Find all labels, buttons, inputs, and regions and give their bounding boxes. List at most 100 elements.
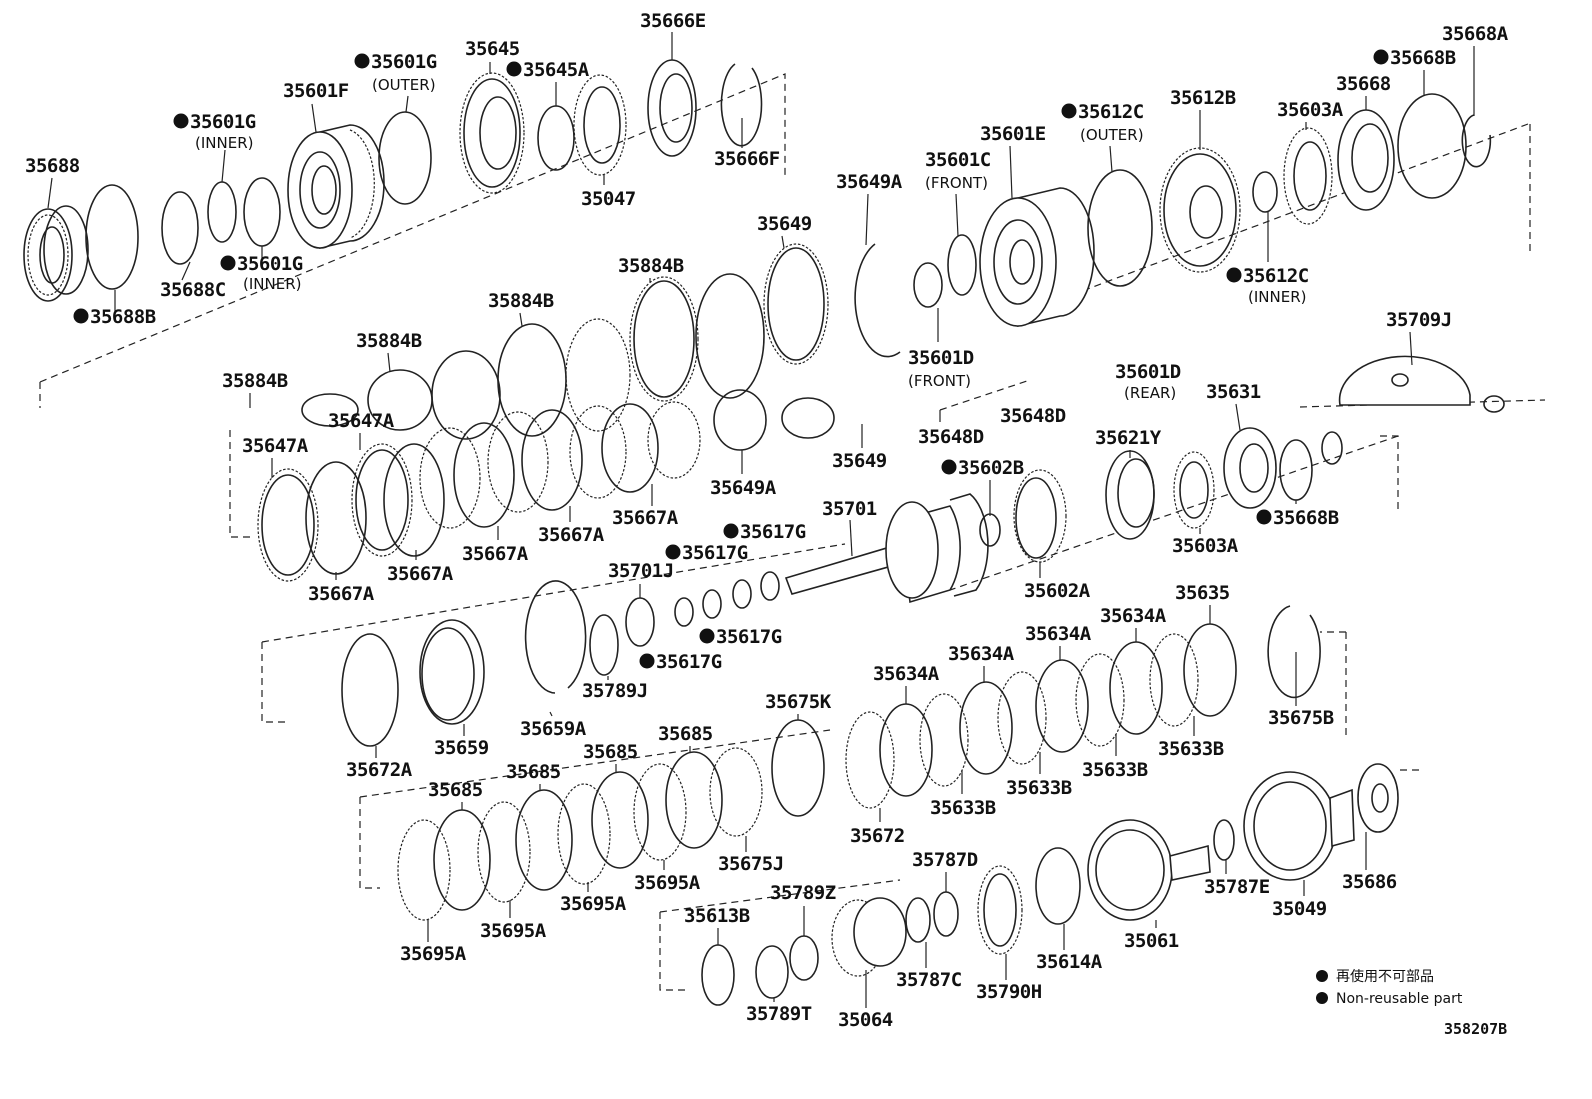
part-label: 35603A — [1277, 99, 1344, 121]
non-reusable-dot — [1373, 49, 1389, 65]
part-35787E — [1213, 819, 1235, 861]
part-label: 35685 — [428, 779, 483, 801]
part-35666F — [720, 63, 763, 147]
part-label: 35701 — [822, 498, 877, 520]
part-label: 35634A — [1100, 605, 1167, 627]
part-35645A — [537, 105, 575, 171]
non-reusable-dot — [173, 113, 189, 129]
part-label-note: (INNER) — [243, 275, 301, 293]
part-35612B — [1159, 147, 1241, 273]
part-label: 35667A — [612, 507, 679, 529]
part-35601F-drum — [287, 124, 385, 250]
part-35668B-top — [1397, 93, 1467, 199]
part-label: 35647A — [242, 435, 309, 457]
non-reusable-dot — [1256, 509, 1272, 525]
part-labels: 3568835688B35688C35601G(INNER)35601G(INN… — [25, 10, 1509, 1031]
non-reusable-dot — [1061, 103, 1077, 119]
part-label: 35633B — [1158, 738, 1224, 760]
part-label: 35064 — [838, 1009, 893, 1031]
part-label: 35649 — [832, 450, 887, 472]
part-35603A-mid — [1173, 451, 1215, 529]
legend: 再使用不可部品 Non-reusable part — [1316, 968, 1463, 1007]
part-35672A — [341, 633, 399, 747]
part-label: 35601G — [190, 111, 256, 133]
part-label: 35688B — [90, 306, 156, 328]
non-reusable-dot — [665, 544, 681, 560]
part-label: 35659A — [520, 718, 587, 740]
part-label: 35649A — [710, 477, 777, 499]
part-label: 35695A — [400, 943, 467, 965]
part-label: 35649A — [836, 171, 903, 193]
part-35688C-snap — [161, 191, 199, 265]
part-label: 35601C — [925, 149, 991, 171]
part-35709J — [1338, 355, 1505, 413]
part-label: 35602A — [1024, 580, 1091, 602]
part-label: 35601D — [1115, 361, 1181, 383]
part-label: 35645A — [523, 59, 590, 81]
part-label: 35668 — [1336, 73, 1391, 95]
row3-discs — [257, 389, 835, 582]
part-label: 35685 — [583, 741, 638, 763]
part-label: 35675K — [765, 691, 832, 713]
part-35688B-ring — [85, 184, 139, 290]
part-label: 35688C — [160, 279, 226, 301]
part-label: 35688 — [25, 155, 80, 177]
part-35601C-front — [947, 234, 977, 296]
part-label: 35614A — [1036, 951, 1103, 973]
row1-parts — [23, 59, 763, 302]
part-label: 35601G — [371, 51, 437, 73]
part-label: 35634A — [873, 663, 940, 685]
part-label: 35603A — [1172, 535, 1239, 557]
part-35659 — [419, 619, 485, 725]
part-label: 35668B — [1273, 507, 1339, 529]
non-reusable-dot — [506, 61, 522, 77]
non-reusable-dot — [354, 53, 370, 69]
part-35666E — [647, 59, 697, 157]
part-label: 35601E — [980, 123, 1046, 145]
non-reusable-dot — [699, 628, 715, 644]
part-label: 35634A — [1025, 623, 1092, 645]
part-35649A — [854, 243, 901, 358]
part-label: 35602B — [958, 457, 1024, 479]
part-35686 — [1357, 763, 1399, 833]
part-label: 35631 — [1206, 381, 1261, 403]
leader-lines — [47, 32, 1475, 1008]
part-label-note: (OUTER) — [372, 76, 436, 94]
row6-parts — [701, 763, 1399, 1006]
part-label: 35787E — [1204, 876, 1270, 898]
row4-parts — [341, 580, 1321, 809]
legend-en-text: Non-reusable part — [1336, 991, 1463, 1007]
part-35790H — [977, 865, 1023, 955]
part-label: 35884B — [488, 290, 554, 312]
part-label: 35709J — [1386, 309, 1452, 331]
part-35789T — [755, 945, 789, 999]
small-rings-35617G — [589, 571, 780, 676]
part-35631 — [1223, 427, 1277, 509]
part-35601D-front — [913, 262, 943, 308]
part-label: 35612C — [1078, 101, 1144, 123]
part-label: 35667A — [538, 524, 605, 546]
part-label: 35787D — [912, 849, 978, 871]
part-35603A-top — [1283, 127, 1333, 225]
part-35047 — [573, 74, 627, 176]
part-35601G-outer — [378, 111, 432, 205]
part-35602A — [1013, 469, 1067, 563]
part-label: 35612C — [1243, 265, 1309, 287]
part-label: 35790H — [976, 981, 1042, 1003]
part-label: 35666F — [714, 148, 780, 170]
part-label: 35667A — [387, 563, 454, 585]
non-reusable-dot — [723, 523, 739, 539]
part-label: 35685 — [506, 761, 561, 783]
part-label: 35667A — [308, 583, 375, 605]
row2-discs — [301, 243, 829, 440]
part-label: 35701J — [608, 560, 674, 582]
part-35612C-inner — [1252, 171, 1278, 213]
part-label: 35634A — [948, 643, 1015, 665]
part-label: 35884B — [222, 370, 288, 392]
part-label: 35884B — [356, 330, 422, 352]
part-label: 35695A — [560, 893, 627, 915]
part-label: 35645 — [465, 38, 520, 60]
part-label: 35617G — [656, 651, 722, 673]
part-label: 35633B — [930, 797, 996, 819]
part-label: 35787C — [896, 969, 962, 991]
